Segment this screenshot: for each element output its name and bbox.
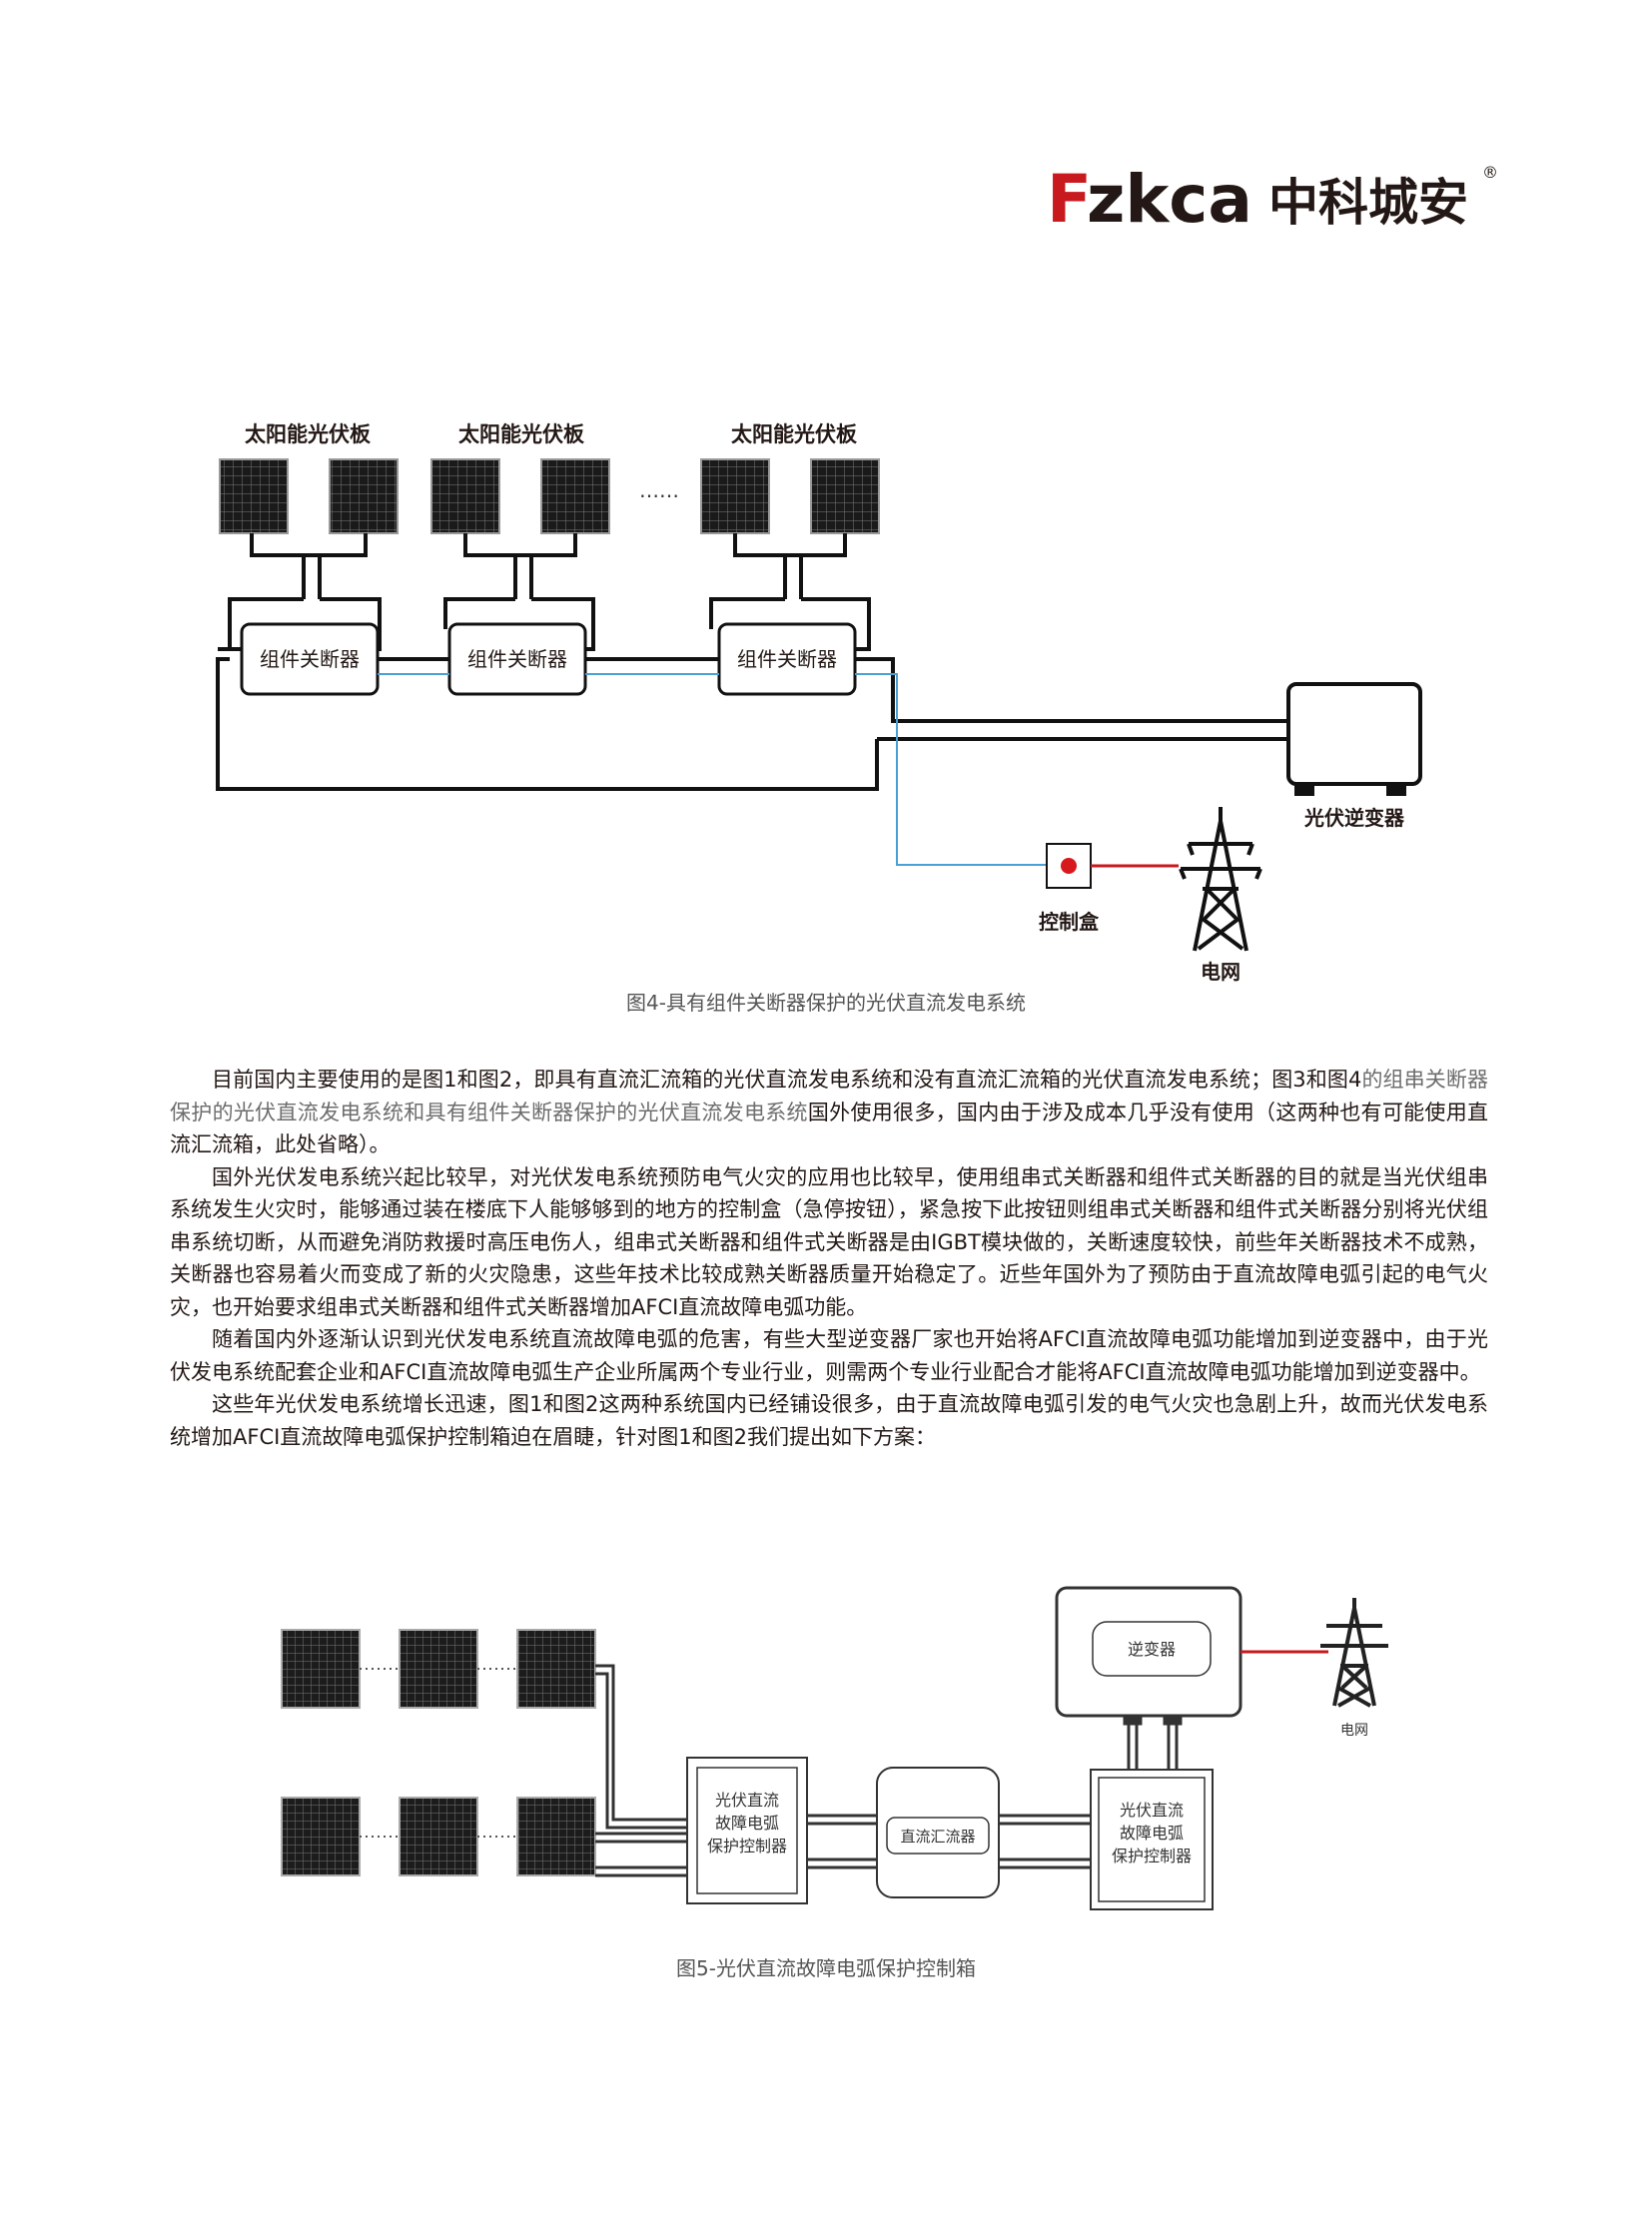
paragraph-1-segment-3: 国外使用很多，国内由于涉及成本几乎没有使用（这两种也有可能使用直流汇流箱，此处省…	[170, 1100, 1489, 1157]
fig5-power-pylon-icon	[1320, 1598, 1388, 1708]
protector-right-line-3: 保护控制器	[1112, 1847, 1192, 1865]
solar-panel-icon	[430, 458, 500, 534]
fig5-inverter: 逆变器	[1055, 1586, 1242, 1718]
paragraph-1-segment-1: 目前国内主要使用的是图1和图2，即具有直流汇流箱的光伏直流发电系统和没有直流汇流…	[212, 1068, 1362, 1092]
paragraph-1: 目前国内主要使用的是图1和图2，即具有直流汇流箱的光伏直流发电系统和没有直流汇流…	[170, 1064, 1488, 1161]
dc-combiner: 直流汇流器	[876, 1767, 1000, 1898]
figure-5-diagram: 光伏直流 故障电弧 保护控制器 直流汇流器 光伏直流 故障电弧 保护控制器 逆变…	[281, 1586, 1388, 1910]
shutdown-label-3: 组件关断器	[737, 647, 837, 671]
panel-ellipsis: ……	[639, 478, 679, 502]
fig5-panel-wiring	[595, 1664, 687, 1877]
arc-fault-protector-left: 光伏直流 故障电弧 保护控制器	[686, 1757, 808, 1904]
logo-prefix: F	[1047, 161, 1092, 238]
panel-group-label-2: 太阳能光伏板	[458, 422, 585, 446]
protector-right-line-2: 故障电弧	[1120, 1824, 1184, 1843]
solar-panel-icon	[399, 1629, 478, 1709]
inverter-label: 光伏逆变器	[1303, 806, 1405, 830]
logo-chinese: 中科城安	[1268, 174, 1468, 232]
solar-panels	[219, 458, 880, 534]
paragraph-1-segment-2: 的组串关断器保护的光伏直流发电系统和具有组件关断器保护的光伏直流发电系统	[170, 1068, 1488, 1124]
solar-panel-icon	[700, 458, 770, 534]
signal-line	[378, 673, 1047, 866]
paragraph-3-text: 随着国内外逐渐认识到光伏发电系统直流故障电弧的危害，有些大型逆变器厂家也开始将A…	[170, 1327, 1488, 1384]
solar-panel-icon	[516, 1629, 596, 1709]
panel-group-label-3: 太阳能光伏板	[731, 422, 858, 446]
grid-label: 电网	[1201, 960, 1240, 984]
figure-4-caption: 图4-具有组件关断器保护的光伏直流发电系统	[626, 991, 1026, 1015]
brand-logo: F zkca 中科城安 ®	[1047, 161, 1498, 238]
shutdown-label-1: 组件关断器	[260, 647, 360, 671]
paragraph-2: 国外光伏发电系统兴起比较早，对光伏发电系统预防电气火灾的应用也比较早，使用组串式…	[170, 1161, 1488, 1324]
protector-left-line-1: 光伏直流	[715, 1791, 779, 1810]
protector-left-line-2: 故障电弧	[715, 1814, 779, 1833]
panel-wiring	[228, 533, 871, 629]
solar-panel-icon	[540, 458, 610, 534]
solar-panel-icon	[219, 458, 289, 534]
solar-panel-icon	[810, 458, 880, 534]
inverter-box	[1286, 682, 1422, 786]
panel-group-label-1: 太阳能光伏板	[245, 422, 372, 446]
solar-panel-icon	[516, 1797, 596, 1876]
shutdown-label-2: 组件关断器	[467, 647, 567, 671]
fig5-protector-to-inverter	[1123, 1714, 1183, 1770]
figure-5-caption: 图5-光伏直流故障电弧保护控制箱	[676, 1956, 976, 1980]
solar-panel-icon	[281, 1797, 361, 1876]
arc-fault-protector-right: 光伏直流 故障电弧 保护控制器	[1090, 1769, 1214, 1910]
protector-right-line-1: 光伏直流	[1120, 1801, 1184, 1820]
panel-dotted-links	[360, 1668, 517, 1838]
pv-inverter: 光伏逆变器	[1286, 682, 1422, 830]
paragraph-2-text: 国外光伏发电系统兴起比较早，对光伏发电系统预防电气火灾的应用也比较早，使用组串式…	[170, 1164, 1488, 1319]
control-box: 控制盒	[1039, 843, 1100, 934]
control-box-label: 控制盒	[1039, 910, 1100, 934]
emergency-stop-icon	[1061, 858, 1077, 874]
solar-panels-fig5	[281, 1629, 596, 1876]
fig5-inverter-label: 逆变器	[1128, 1640, 1176, 1659]
solar-panel-icon	[329, 458, 399, 534]
logo-latin: zkca	[1087, 161, 1252, 238]
body-text: 目前国内主要使用的是图1和图2，即具有直流汇流箱的光伏直流发电系统和没有直流汇流…	[170, 1064, 1488, 1453]
shutdown-devices: 组件关断器 组件关断器 组件关断器	[240, 622, 857, 696]
paragraph-4: 这些年光伏发电系统增长迅速，图1和图2这两种系统国内已经铺设很多，由于直流故障电…	[170, 1388, 1488, 1453]
fig5-combiner-to-protector	[999, 1814, 1091, 1869]
paragraph-4-text: 这些年光伏发电系统增长迅速，图1和图2这两种系统国内已经铺设很多，由于直流故障电…	[170, 1392, 1488, 1449]
combiner-label: 直流汇流器	[900, 1828, 975, 1846]
registered-mark: ®	[1482, 163, 1498, 182]
paragraph-3: 随着国内外逐渐认识到光伏发电系统直流故障电弧的危害，有些大型逆变器厂家也开始将A…	[170, 1323, 1488, 1388]
protector-left-line-3: 保护控制器	[707, 1837, 787, 1856]
fig5-protector-to-combiner	[807, 1814, 877, 1869]
power-pylon-icon	[1179, 807, 1262, 952]
dc-string-wiring	[216, 629, 1288, 791]
fig5-grid-label: 电网	[1340, 1723, 1368, 1739]
solar-panel-icon	[399, 1797, 478, 1876]
figure-4-diagram: 太阳能光伏板 太阳能光伏板 太阳能光伏板 …… 组件关断器 组件关断器 组件关断…	[216, 422, 1422, 984]
solar-panel-icon	[281, 1629, 361, 1709]
